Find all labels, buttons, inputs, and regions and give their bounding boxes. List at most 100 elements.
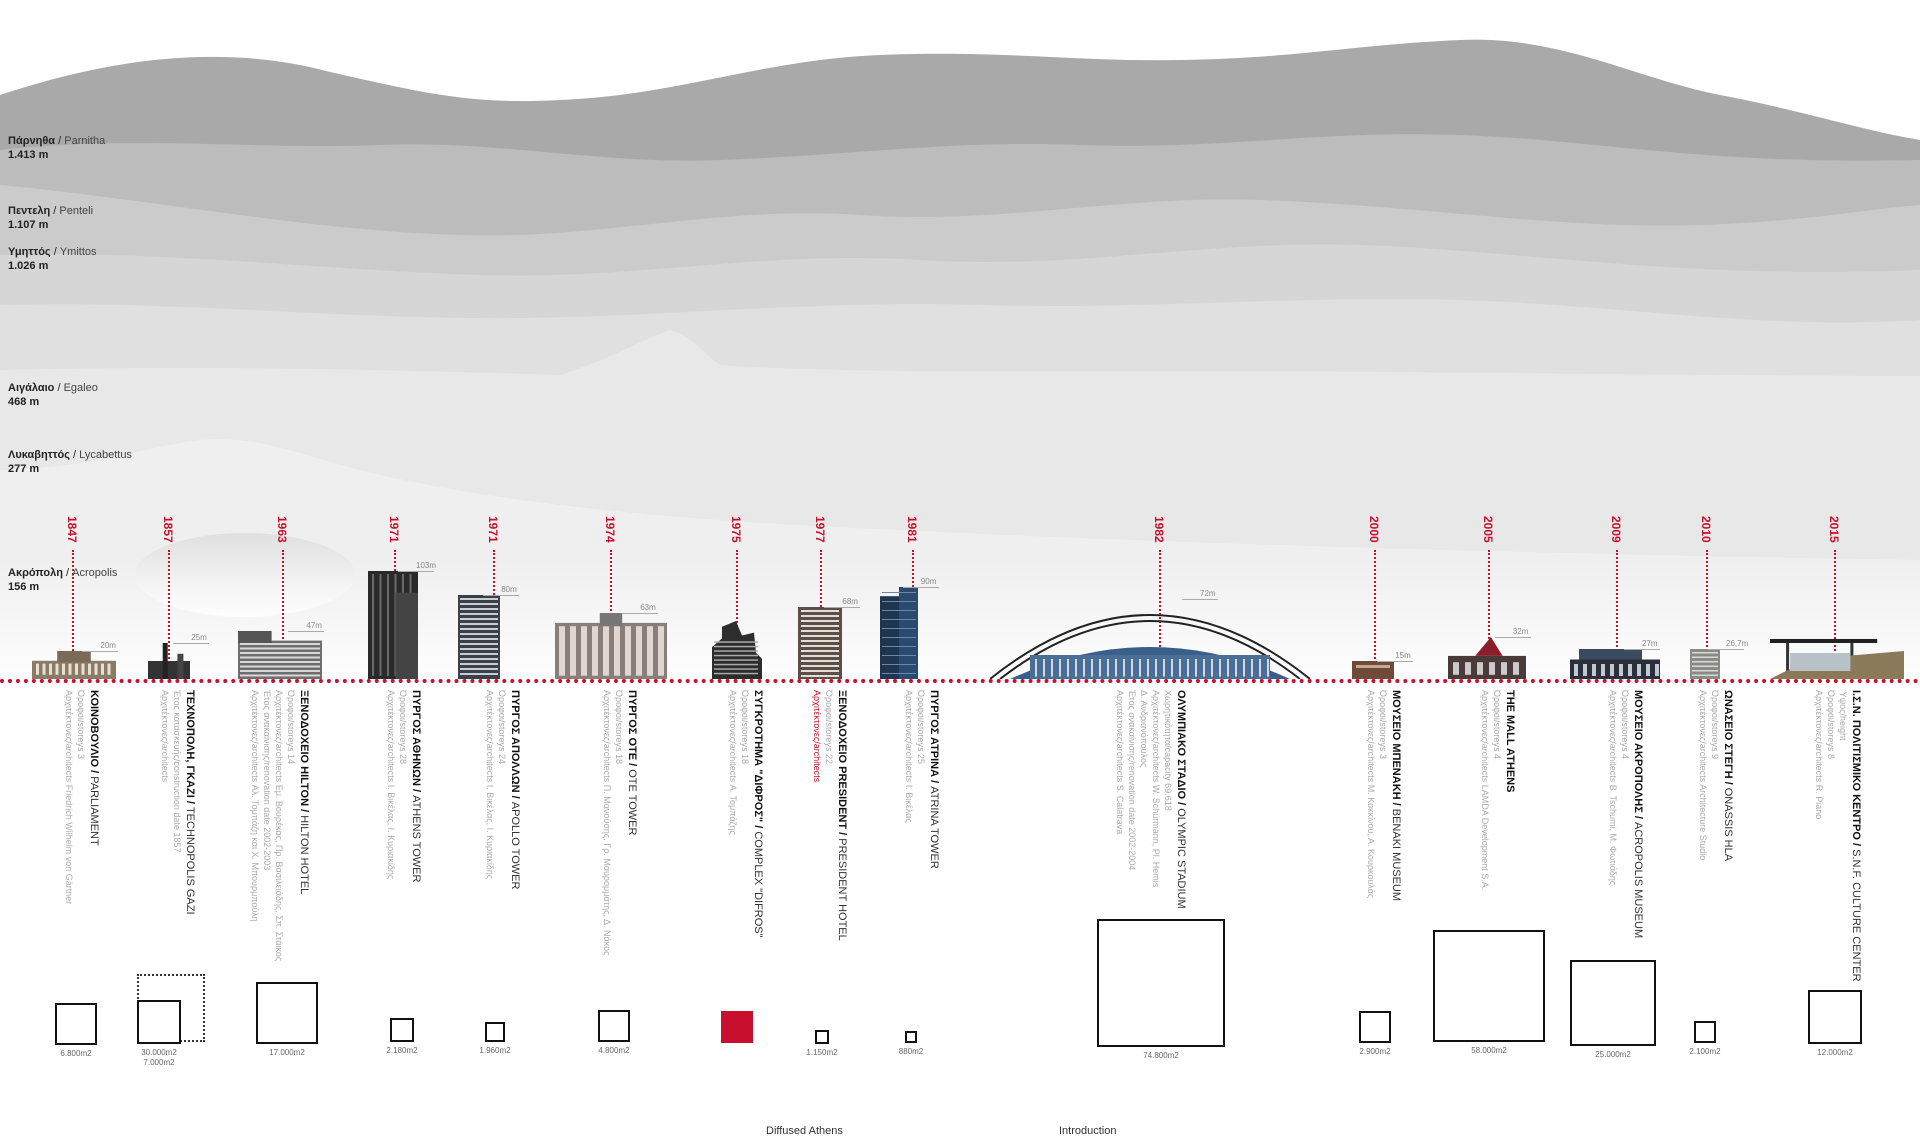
area-square — [55, 1003, 97, 1045]
area-label: 2.900m2 — [1359, 1047, 1391, 1056]
building-detail-line: Αρχιτέκτονες/architects Ι. Βικέλας — [904, 690, 914, 823]
height-guide-line — [82, 651, 119, 652]
building-detail-line: Αρχιτέκτονες/architects Ι. Βικέλας, Ι. Κ… — [386, 690, 396, 880]
building-name: ΜΟΥΣΕΙΟ ΜΠΕΝΑΚΗ / BENAKI MUSEUM — [1390, 690, 1402, 902]
height-guide-line — [398, 571, 434, 572]
building-detail-line: Αρχιτέκτονες/architects Εμ. Βουρέκας, Πρ… — [274, 690, 284, 962]
building-name-english: ONASSIS HLA — [1722, 787, 1734, 862]
building-name-greek: ΤΕΧΝΟΠΟΛΗ, ΓΚΑΖΙ — [184, 690, 196, 798]
building-name-english: PRESIDENT HOTEL — [836, 838, 848, 941]
area-label: 12.000m2 — [1817, 1048, 1853, 1057]
area-square — [1097, 919, 1225, 1047]
area-label: 4.800m2 — [598, 1046, 630, 1055]
height-guide-line — [173, 643, 210, 644]
building-name: ΠΥΡΓΟΣ ΑΘΗΝΩΝ / ATHENS TOWER — [410, 690, 422, 883]
area-square — [1808, 990, 1862, 1044]
building-name: ΞΕΝΟΔΟΧΕΙΟ HILTON / HILTON HOTEL — [298, 690, 310, 895]
building-detail-line: Όροφοι/storeys 24 — [497, 690, 507, 764]
height-guide-line — [1182, 599, 1218, 600]
height-label: 80m — [501, 585, 517, 594]
height-label: 25m — [191, 633, 207, 642]
building-detail-line: Έτος κατασκευής/construction date 1857 — [172, 690, 182, 853]
building-detail-line: Χωρητικότητα/capacity 69.618 — [1163, 690, 1173, 811]
building-silhouette — [458, 595, 500, 684]
building-silhouette — [1448, 637, 1526, 684]
building-detail-line: Όροφοι/storeys 8 — [1826, 690, 1836, 759]
building-silhouette — [555, 613, 667, 684]
height-guide-line — [1494, 637, 1531, 638]
building-detail-line: Έτος ανακαίνισης/renovation date 2002-20… — [262, 690, 272, 871]
area-square — [256, 982, 318, 1044]
building-name-greek: Ι.Σ.Ν. ΠΟΛΙΤΙΣΜΙΚΟ ΚΕΝΤΡΟ — [1850, 690, 1862, 840]
building-name-english: OTE TOWER — [626, 769, 638, 836]
building-silhouette — [880, 587, 918, 684]
timeline-marker-line — [736, 550, 738, 679]
building-detail-line: Όροφοι/storeys 28 — [398, 690, 408, 764]
building-detail-line: Όροφοι/storeys 18 — [614, 690, 624, 764]
building-name: ΠΥΡΓΟΣ ΑΠΟΛΛΩΝ / APOLLO TOWER — [509, 690, 521, 890]
height-guide-line — [1708, 649, 1744, 650]
area-label: 1.150m2 — [806, 1048, 838, 1057]
timeline-marker-line — [72, 550, 74, 679]
building-detail-line: Όροφοι/storeys 4 — [1492, 690, 1502, 759]
mountain-ridges — [0, 39, 1920, 690]
height-guide-line — [622, 613, 659, 614]
building-name: ΣΥΓΚΡΟΤΗΜΑ "ΔΙΦΡΟΣ" / COMPLEX "DIFROS" — [752, 690, 764, 938]
height-label: 32m — [1512, 627, 1529, 636]
building-silhouette — [989, 599, 1311, 684]
height-guide-line — [483, 595, 520, 596]
building-name-greek: ΩΝΑΣΕΙΟ ΣΤΕΓΗ — [1722, 690, 1734, 779]
area-square — [390, 1018, 414, 1042]
timeline-marker-line — [282, 550, 284, 679]
building-name-greek: ΠΥΡΓΟΣ ΑΘΗΝΩΝ — [410, 690, 422, 786]
building-detail-line: Αρχιτέκτονες/architects Π. Μανούσης, Γρ.… — [602, 690, 612, 956]
building-detail-line: Αρχιτέκτονες/architects — [812, 690, 822, 783]
building-name-english: S.N.F. CULTURE CENTER — [1850, 849, 1862, 982]
timeline-marker-line — [1834, 550, 1836, 679]
building-detail-line: Όροφοι/storeys 22 — [824, 690, 834, 764]
footer-right-label: Introduction — [1059, 1125, 1117, 1137]
building-detail-line: Αρχιτέκτονες/architects R. Piano — [1814, 690, 1824, 820]
building-detail-line: Αρχιτέκτονες/architects Μ. Κοκκίνου, Α. … — [1366, 690, 1376, 899]
building-name: ΠΥΡΓΟΣ ΟΤΕ / OTE TOWER — [626, 690, 638, 836]
footer-left-label: Diffused Athens — [766, 1125, 843, 1137]
building-detail-line: Αρχιτέκτονες/architects W. Schürmann, Pl… — [1151, 690, 1161, 888]
building-detail-line: Όροφοι/storeys 9 — [1710, 690, 1720, 759]
building-name-greek: ΠΥΡΓΟΣ ΟΤΕ — [626, 690, 638, 761]
area-label: 2.180m2 — [386, 1046, 418, 1055]
building-detail-line: Όροφοι/storeys 14 — [286, 690, 296, 764]
timeline-marker-line — [1374, 550, 1376, 679]
building-name-english: TECHNOPOLIS GAZI — [184, 806, 196, 915]
height-guide-line — [1624, 649, 1660, 650]
building-detail-line: Ύψος/height — [1838, 690, 1848, 741]
height-label: 26,7m — [1726, 639, 1749, 648]
area-label: 30.000m2 — [141, 1048, 177, 1057]
building-info: ΣΥΓΚΡΟΤΗΜΑ "ΔΙΦΡΟΣ" / COMPLEX "DIFROS"Όρ… — [727, 690, 764, 938]
area-square — [1433, 930, 1545, 1042]
building-silhouette — [1570, 649, 1660, 684]
area-label: 74.800m2 — [1143, 1051, 1179, 1060]
area-square — [485, 1022, 505, 1042]
building-name: ΩΝΑΣΕΙΟ ΣΤΕΓΗ / ONASSIS HLA — [1722, 690, 1734, 862]
area-label: 58.000m2 — [1471, 1046, 1507, 1055]
area-label-secondary: 7.000m2 — [143, 1058, 175, 1067]
building-detail-line: Αρχιτέκτονες/architects S. Calatrava — [1115, 690, 1125, 835]
building-detail-line: Δ. Ανδριανόπουλος — [1139, 690, 1149, 768]
timeline-marker-line — [168, 550, 170, 679]
building-name-english: HILTON HOTEL — [298, 815, 310, 895]
building-name-greek: ΜΟΥΣΕΙΟ ΑΚΡΟΠΟΛΗΣ — [1632, 690, 1644, 813]
area-label: 6.800m2 — [60, 1049, 92, 1058]
building-detail-line: Αρχιτέκτονες/architects LAMDA Developmen… — [1480, 690, 1490, 891]
building-detail-line: Έτος ανακαίνισης/renovation date 2002-20… — [1127, 690, 1137, 871]
area-label: 2.100m2 — [1689, 1047, 1721, 1056]
building-name-greek: ΟΛΥΜΠΙΑΚΟ ΣΤΑΔΙΟ — [1175, 690, 1187, 800]
building-name-english: ATRINA TOWER — [928, 786, 940, 869]
